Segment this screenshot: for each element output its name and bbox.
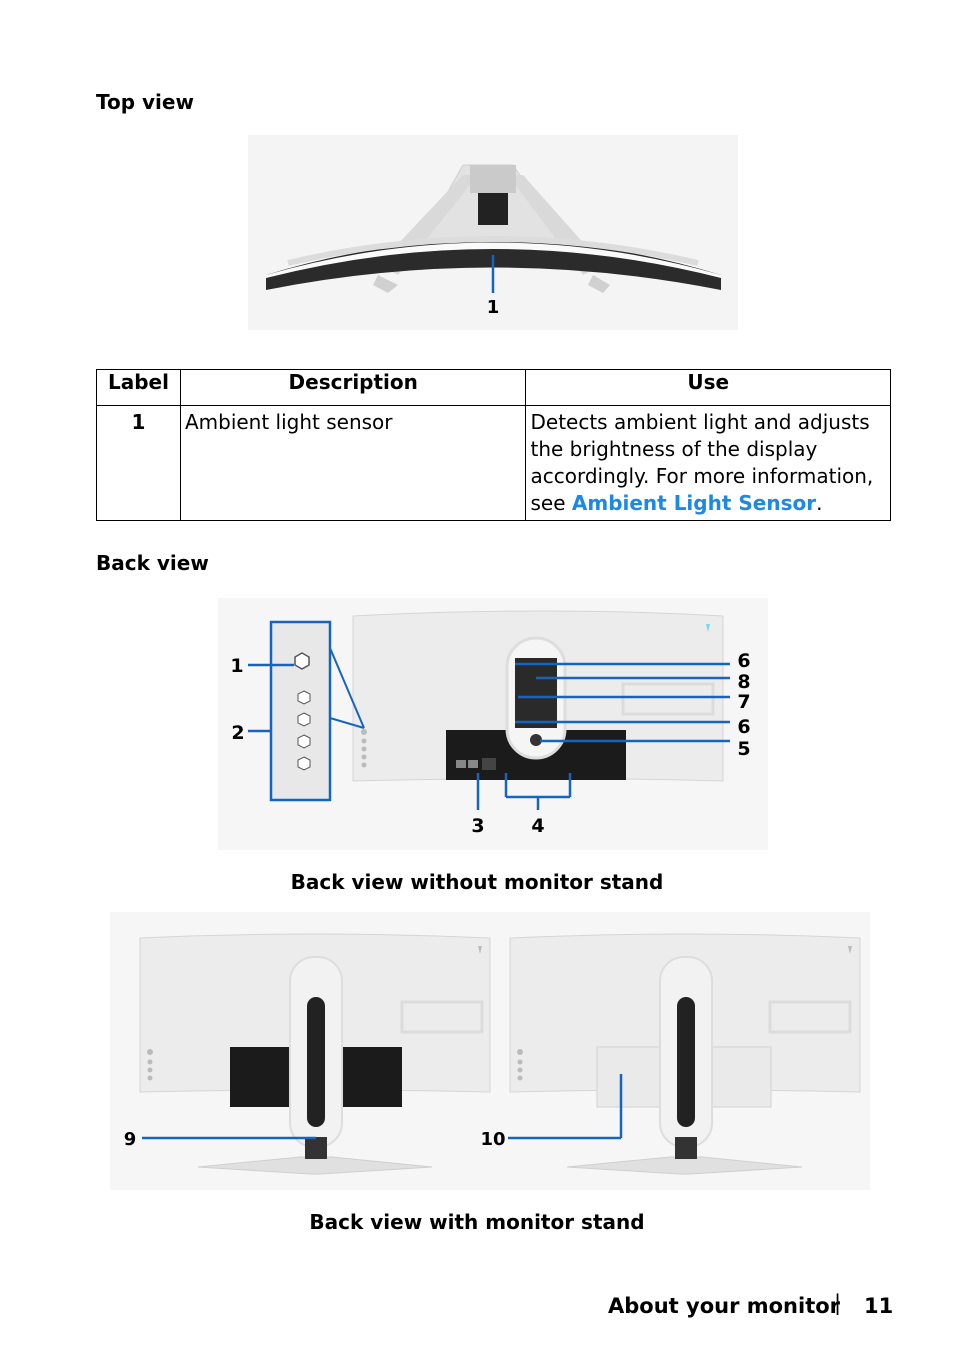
- stand-callout-9: 9: [124, 1129, 137, 1150]
- table-header-row: Label Description Use: [96, 369, 891, 406]
- row-use: Detects ambient light and adjusts the br…: [525, 405, 891, 521]
- top-callout-1: 1: [487, 297, 500, 318]
- back-callout-1: 1: [230, 655, 243, 677]
- back-view-heading: Back view: [96, 551, 209, 575]
- back-callout-6a: 6: [737, 650, 750, 672]
- stand-callout-10: 10: [480, 1129, 505, 1150]
- page-number: 11: [864, 1294, 894, 1318]
- footer-section-title: About your monitor: [608, 1294, 841, 1318]
- back-view-caption: Back view without monitor stand: [290, 870, 664, 894]
- table-row: 1 Ambient light sensor Detects ambient l…: [96, 405, 891, 521]
- top-view-heading: Top view: [96, 90, 194, 114]
- footer-separator: |: [834, 1291, 842, 1315]
- back-callout-6b: 6: [737, 716, 750, 738]
- stand-view-caption: Back view with monitor stand: [309, 1210, 645, 1234]
- back-callout-7: 7: [737, 691, 750, 713]
- back-callout-8: 8: [737, 671, 750, 693]
- header-use: Use: [525, 369, 891, 406]
- back-callout-2: 2: [231, 722, 244, 744]
- back-callout-4: 4: [531, 815, 544, 837]
- back-callout-3: 3: [471, 815, 484, 837]
- header-description: Description: [179, 369, 527, 406]
- spec-table: Label Description Use 1 Ambient light se…: [96, 369, 891, 521]
- row-description: Ambient light sensor: [179, 405, 527, 521]
- top-view-figure: 1: [248, 135, 738, 330]
- ambient-light-sensor-link[interactable]: Ambient Light Sensor: [571, 491, 817, 515]
- row-label: 1: [96, 405, 181, 521]
- stand-view-figure: 9 10: [110, 912, 870, 1190]
- header-label: Label: [96, 369, 181, 406]
- row-use-end: .: [816, 491, 823, 515]
- back-callout-5: 5: [737, 738, 750, 760]
- back-view-figure: 1 2 3 4 5 6 6 7 8: [218, 598, 768, 850]
- row-use-text: Detects ambient light and adjusts the br…: [530, 410, 874, 515]
